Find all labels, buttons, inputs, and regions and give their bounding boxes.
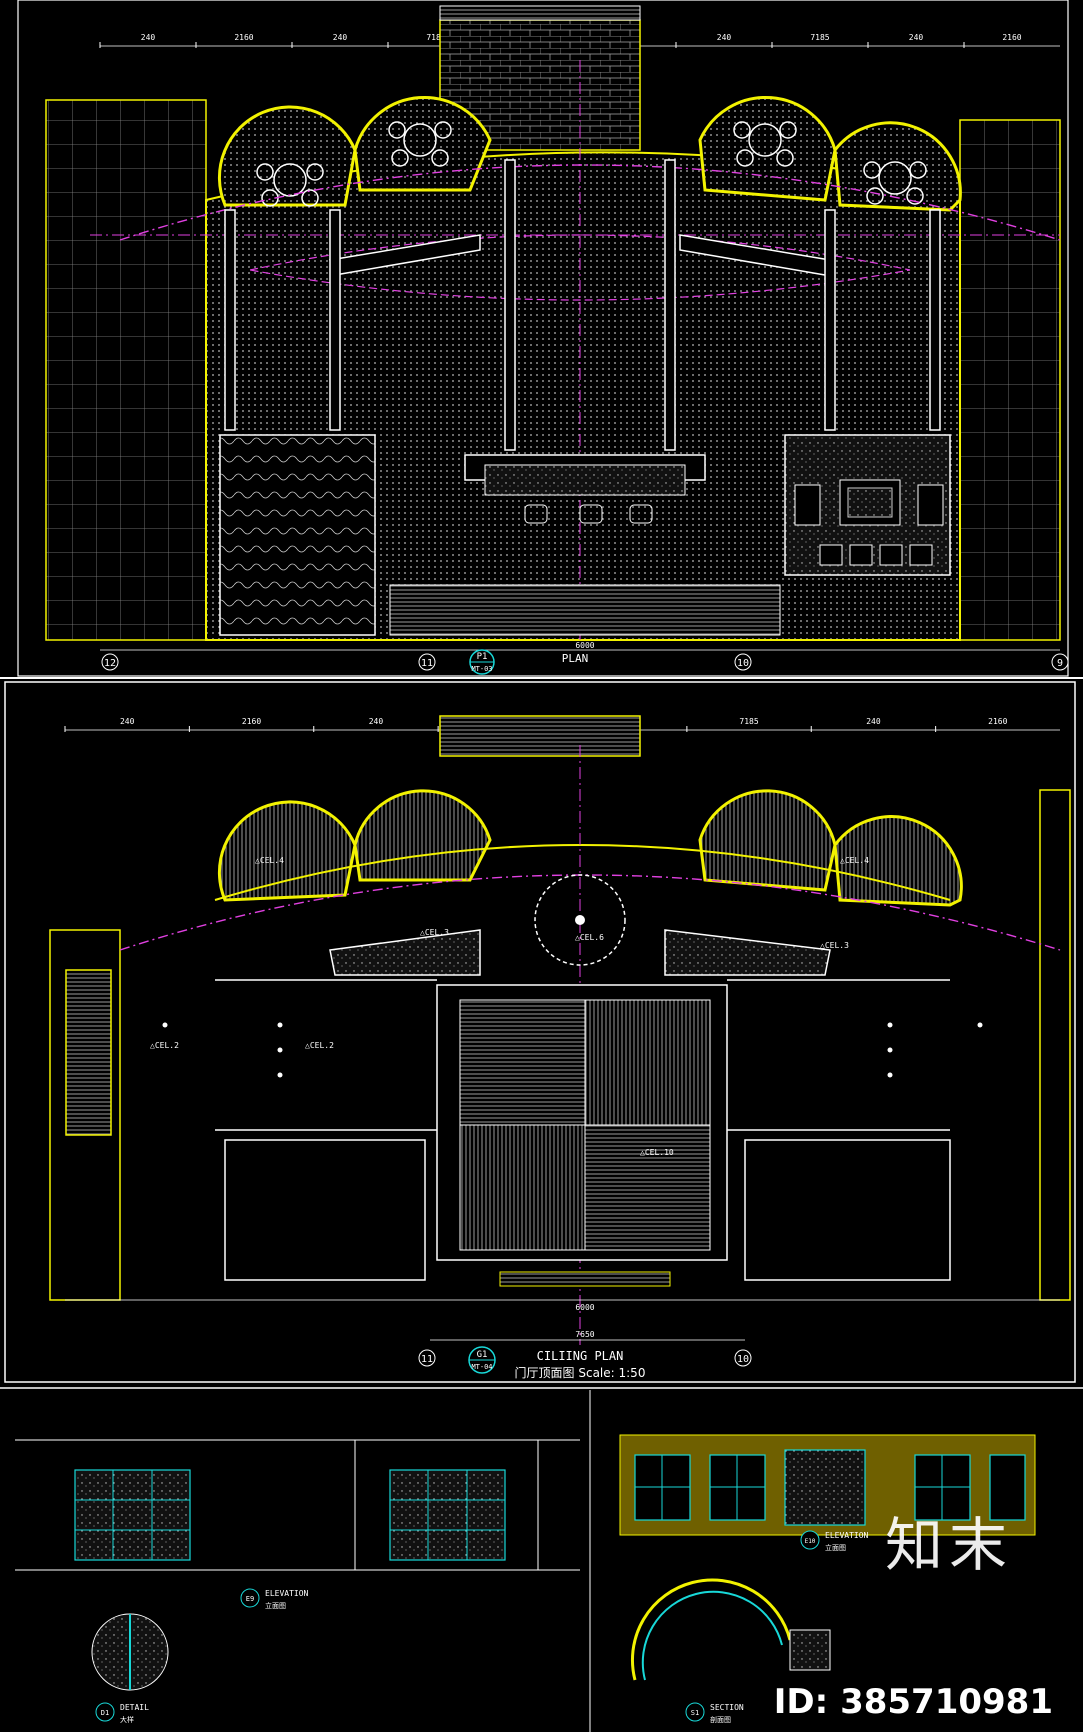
elev-left-title: ELEVATION — [265, 1589, 309, 1598]
ceiling-soffits — [329, 929, 831, 976]
plan-axis-left: 12 — [104, 658, 116, 669]
watermark-id: ID: 385710981 — [773, 1682, 1053, 1722]
floor-plan-panel: 24021602407185240240024071852402160 — [17, 0, 1069, 677]
central-coffer — [436, 984, 728, 1261]
plan-title: PLAN — [562, 652, 589, 665]
left-strip-ceiling — [65, 969, 112, 1136]
ceil-tag-sub: MT-04 — [471, 1363, 492, 1371]
downlights — [162, 1022, 983, 1078]
ceiling-code-labels: △CEL.4 △CEL.4 △CEL.3 △CEL.3 △CEL.6 △CEL.2 △CEL… — [150, 856, 869, 1157]
ceiling-code-label: △CEL.4 — [840, 856, 869, 865]
ceiling-code-label: △CEL.10 — [640, 1148, 674, 1157]
plan-axis-right: 9 — [1057, 658, 1063, 669]
dimension-label: 7185 — [739, 717, 758, 726]
round-chandelier — [534, 874, 626, 966]
arched-alcoves — [217, 96, 962, 212]
ceil-dim-overall: 6000 — [575, 1303, 594, 1312]
dimension-label: 2160 — [242, 717, 261, 726]
elev-left-code: E9 — [246, 1595, 254, 1603]
ceiling-code-label: △CEL.3 — [820, 941, 849, 950]
ceiling-code-label: △CEL.3 — [420, 928, 449, 937]
elev-right-title: ELEVATION — [825, 1531, 869, 1540]
dimension-label: 2160 — [988, 717, 1007, 726]
plan-axis-mid-left: 11 — [421, 658, 433, 669]
ceil-dim-bottom: 7650 — [575, 1330, 594, 1339]
watermark-brand: 知末 — [884, 1511, 1013, 1579]
dimension-label: 7185 — [426, 33, 445, 42]
plan-axis-bubbles — [101, 653, 1069, 671]
dimension-label: 240 — [909, 33, 924, 42]
right-lounge — [784, 434, 951, 576]
ceil-subtitle: 门厅顶面图 Scale: 1:50 — [515, 1365, 646, 1380]
ceil-axis-left: 11 — [421, 1354, 433, 1365]
ceiling-code-label: △CEL.6 — [575, 933, 604, 942]
ceiling-code-label: △CEL.2 — [150, 1041, 179, 1050]
ceiling-code-label: △CEL.4 — [255, 856, 284, 865]
dimension-label: 240 — [141, 33, 156, 42]
dimension-label: 240 — [333, 33, 348, 42]
ceil-axis-right: 10 — [737, 1354, 749, 1365]
alcove-tables — [256, 121, 927, 207]
section-code: S1 — [691, 1709, 699, 1717]
left-tiled-corridor — [45, 99, 207, 641]
dimension-label: 2160 — [1002, 33, 1021, 42]
ceiling-code-label: △CEL.2 — [305, 1041, 334, 1050]
elev-left-sub: 立面图 — [265, 1601, 286, 1610]
plan-tag-code: P1 — [477, 652, 488, 662]
left-elevation — [15, 1439, 580, 1571]
left-carpet-room — [219, 434, 376, 636]
section-arch — [630, 1578, 831, 1681]
details-panel: E9 ELEVATION 立面图 D1 DETAIL 大样 E10 ELEVAT… — [0, 1387, 1083, 1732]
reception-desk — [464, 454, 706, 524]
plan-dim-total: 6000 — [575, 641, 594, 650]
detail-title: DETAIL — [120, 1703, 149, 1712]
dimension-label: 7185 — [810, 33, 829, 42]
dimension-label: 240 — [866, 717, 881, 726]
section-title: SECTION — [710, 1703, 744, 1712]
dimension-label: 240 — [369, 717, 384, 726]
ceil-tag-code: G1 — [477, 1350, 488, 1360]
plan-axis-mid-right: 10 — [737, 658, 749, 669]
plan-tag-sub: MT-03 — [471, 665, 492, 673]
dimension-label: 240 — [120, 717, 135, 726]
ceil-title: CILIING PLAN — [537, 1349, 624, 1363]
dimension-label: 2160 — [234, 33, 253, 42]
section-sub: 剖面图 — [710, 1715, 731, 1724]
right-elevation — [619, 1434, 1036, 1536]
elev-right-code: E10 — [805, 1538, 816, 1545]
entry-steps — [389, 584, 781, 636]
ceiling-alcoves — [217, 789, 963, 907]
detail-sub: 大样 — [120, 1715, 134, 1724]
right-tiled-corridor — [959, 119, 1061, 641]
detail-code: D1 — [101, 1709, 109, 1717]
dimension-label: 240 — [717, 33, 732, 42]
pillars — [224, 159, 941, 451]
elev-right-sub: 立面图 — [825, 1543, 846, 1552]
